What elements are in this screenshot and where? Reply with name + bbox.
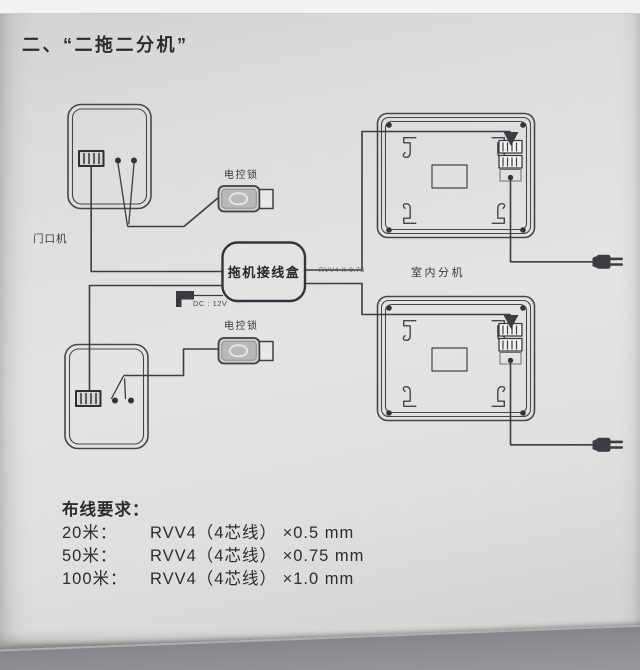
requirement-distance: 20米： bbox=[62, 524, 118, 542]
requirement-spec: RVV4（4芯线） ×1.0 mm bbox=[150, 570, 355, 588]
electric-lock-bottom bbox=[217, 337, 274, 365]
requirement-spec: RVV4（4芯线） ×0.5 mm bbox=[150, 524, 355, 542]
wire-box-to-indoor-bottom bbox=[302, 282, 511, 316]
junction-box bbox=[221, 241, 307, 303]
electric-lock-bottom-label: 电控锁 bbox=[224, 321, 259, 332]
paper-background bbox=[0, 0, 640, 644]
door-unit-bottom bbox=[64, 343, 149, 450]
wire-door-top-terminals bbox=[117, 162, 135, 227]
wire-door-bottom-terminals bbox=[110, 375, 127, 400]
wire-door-top-to-box bbox=[90, 165, 226, 273]
wire-door-top-to-lock bbox=[127, 196, 220, 228]
wire-box-to-indoor-top bbox=[302, 130, 511, 271]
requirement-distance: 100米： bbox=[62, 570, 128, 588]
indoor-unit-bottom bbox=[378, 297, 624, 452]
wire-box-to-door-bottom bbox=[88, 284, 226, 392]
dc-adapter-icon bbox=[176, 291, 224, 307]
wire-door-bottom-to-lock bbox=[123, 348, 220, 377]
door-unit-top bbox=[67, 103, 152, 210]
indoor-unit-label: 室内分机 bbox=[411, 267, 465, 279]
dc-power-label: DC : 12V bbox=[193, 299, 228, 308]
indoor-unit-top bbox=[378, 114, 624, 269]
page-top-edge bbox=[0, 0, 640, 14]
electric-lock-top-label: 电控锁 bbox=[224, 170, 259, 181]
requirement-spec: RVV4（4芯线） ×0.75 mm bbox=[150, 547, 365, 565]
wiring-requirements: 布线要求： 20米： RVV4（4芯线） ×0.5 mm 50米： RVV4（4… bbox=[62, 496, 364, 591]
junction-box-label: 拖机接线盒 bbox=[227, 265, 301, 280]
electric-lock-top bbox=[217, 185, 274, 213]
page-title: 二、“二拖二分机” bbox=[22, 35, 189, 55]
door-unit-label: 门口机 bbox=[33, 233, 68, 245]
requirement-distance: 50米： bbox=[62, 547, 118, 565]
requirement-row: 50米： RVV4（4芯线） ×0.75 mm bbox=[62, 545, 364, 568]
wire-spec-label: RVV4 X 0.75 bbox=[319, 267, 365, 274]
requirement-row: 100米： RVV4（4芯线） ×1.0 mm bbox=[62, 568, 364, 591]
wiring-requirements-heading: 布线要求： bbox=[62, 501, 150, 519]
requirement-row: 20米： RVV4（4芯线） ×0.5 mm bbox=[62, 522, 364, 545]
